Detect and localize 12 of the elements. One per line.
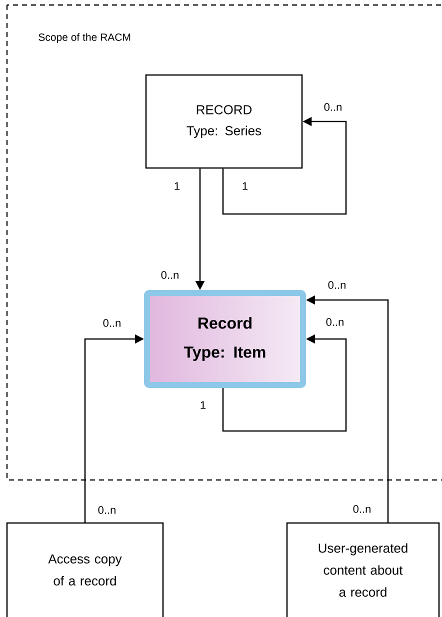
multiplicity-label: 0..n — [161, 271, 178, 279]
multiplicity-label: 1 — [174, 182, 180, 190]
multiplicity-label: 1 — [242, 182, 248, 190]
multiplicity-label: 0..n — [324, 103, 342, 111]
entity-box: User-generated content about a record — [286, 522, 440, 617]
multiplicity-label: 0..n — [326, 318, 344, 326]
multiplicity-label: 0..n — [328, 281, 346, 289]
multiplicity-label: 1 — [200, 401, 206, 409]
multiplicity-label: 0..n — [103, 319, 120, 327]
entity-box: Access copy of a record — [6, 522, 164, 617]
entity-box: RECORD Type: Series — [145, 74, 303, 169]
entity-box: Record Type: Item — [144, 290, 306, 388]
